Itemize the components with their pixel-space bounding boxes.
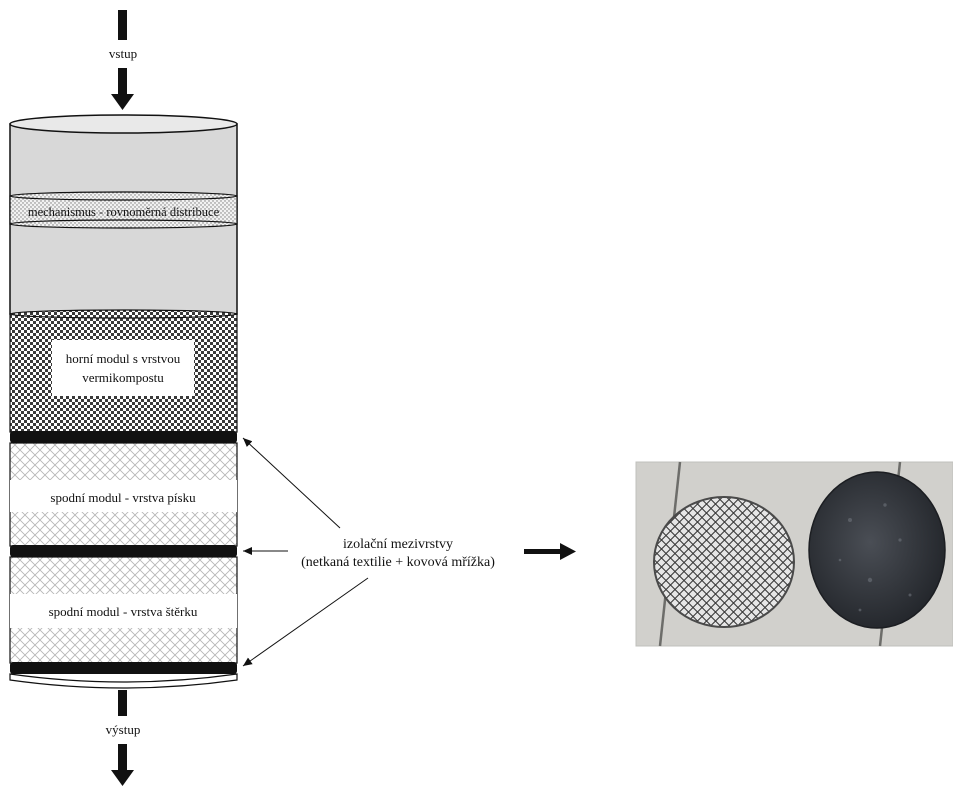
interlayer-separator	[10, 545, 237, 557]
vermicompost-layer	[9, 309, 238, 433]
input-arrow	[111, 10, 134, 110]
sand-layer	[9, 442, 238, 547]
sand-module-label: spodní modul - vrstva písku	[50, 490, 196, 505]
metal-mesh-disc	[653, 496, 795, 628]
pointer-arrow-upper	[242, 437, 341, 529]
nonwoven-textile-disc	[808, 471, 946, 629]
photo-pointer-arrow	[524, 543, 576, 560]
top-module-label-line1: horní modul s vrstvou	[66, 351, 181, 366]
interlayer-label-line2: (netkaná textilie + kovová mřížka)	[301, 555, 495, 570]
gravel-module-label: spodní modul - vrstva štěrku	[49, 604, 198, 619]
top-module-label-line2: vermikompostu	[82, 370, 164, 385]
gravel-layer	[9, 556, 238, 664]
interlayer-separator	[9, 662, 238, 689]
output-arrow	[111, 690, 134, 786]
interlayer-label-line1: izolační mezivrstvy	[343, 537, 453, 552]
input-label: vstup	[109, 46, 137, 61]
pointer-arrow-lower	[242, 577, 369, 667]
interlayer-separator	[10, 431, 237, 443]
output-label: výstup	[106, 722, 141, 737]
interlayer-photo	[635, 461, 953, 647]
distribution-layer	[9, 191, 238, 229]
distribution-label: mechanismus - rovnoměrná distribuce	[28, 205, 220, 219]
